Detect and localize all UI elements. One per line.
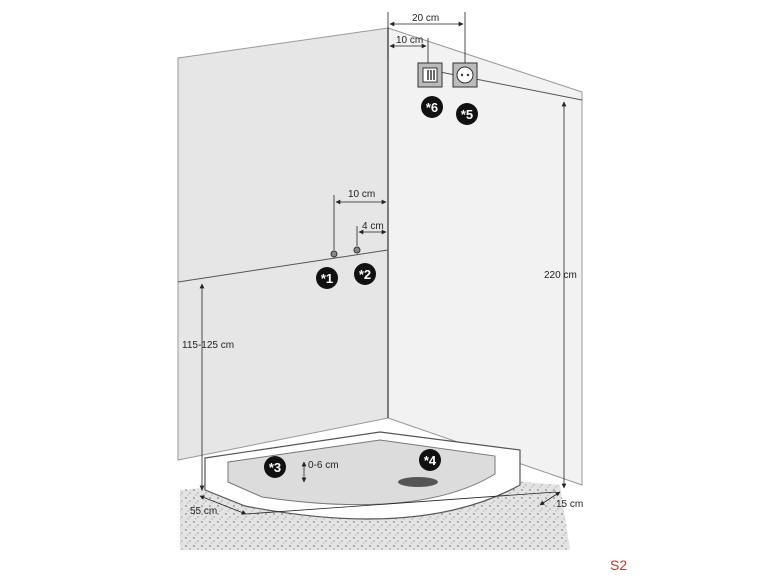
right-wall (387, 27, 583, 486)
dim-tray-edge: 55 cm (190, 506, 217, 517)
marker-6: *6 (421, 96, 443, 118)
switch-icon (422, 67, 438, 83)
marker-1: *1 (316, 267, 338, 289)
dim-tray-depth: 0-6 cm (308, 460, 339, 471)
valve-1 (330, 250, 338, 258)
valve-height-line (177, 249, 389, 283)
svg-text:*1: *1 (321, 271, 333, 286)
marker-4: *4 (419, 449, 441, 471)
svg-text:*6: *6 (426, 100, 438, 115)
marker-2: *2 (354, 263, 376, 285)
svg-text:*3: *3 (269, 460, 281, 475)
svg-text:*2: *2 (359, 267, 371, 282)
dim-socket-outer: 20 cm (412, 13, 439, 24)
valve-2 (353, 246, 361, 254)
dim-valve-spacing: 10 cm (348, 189, 375, 200)
left-wall (177, 27, 389, 461)
dim-valve-offset: 4 cm (362, 221, 384, 232)
svg-text:*4: *4 (424, 453, 437, 468)
socket-icon (456, 66, 474, 84)
svg-text:*5: *5 (461, 107, 473, 122)
tray-drain (398, 477, 438, 487)
dim-socket-inner: 10 cm (396, 35, 423, 46)
marker-3: *3 (264, 456, 286, 478)
product-code: S2 (610, 557, 627, 573)
dim-tray-step: 15 cm (556, 499, 583, 510)
marker-5: *5 (456, 103, 478, 125)
dim-socket-height: 220 cm (544, 270, 577, 281)
dim-valve-height: 115-125 cm (182, 340, 234, 351)
